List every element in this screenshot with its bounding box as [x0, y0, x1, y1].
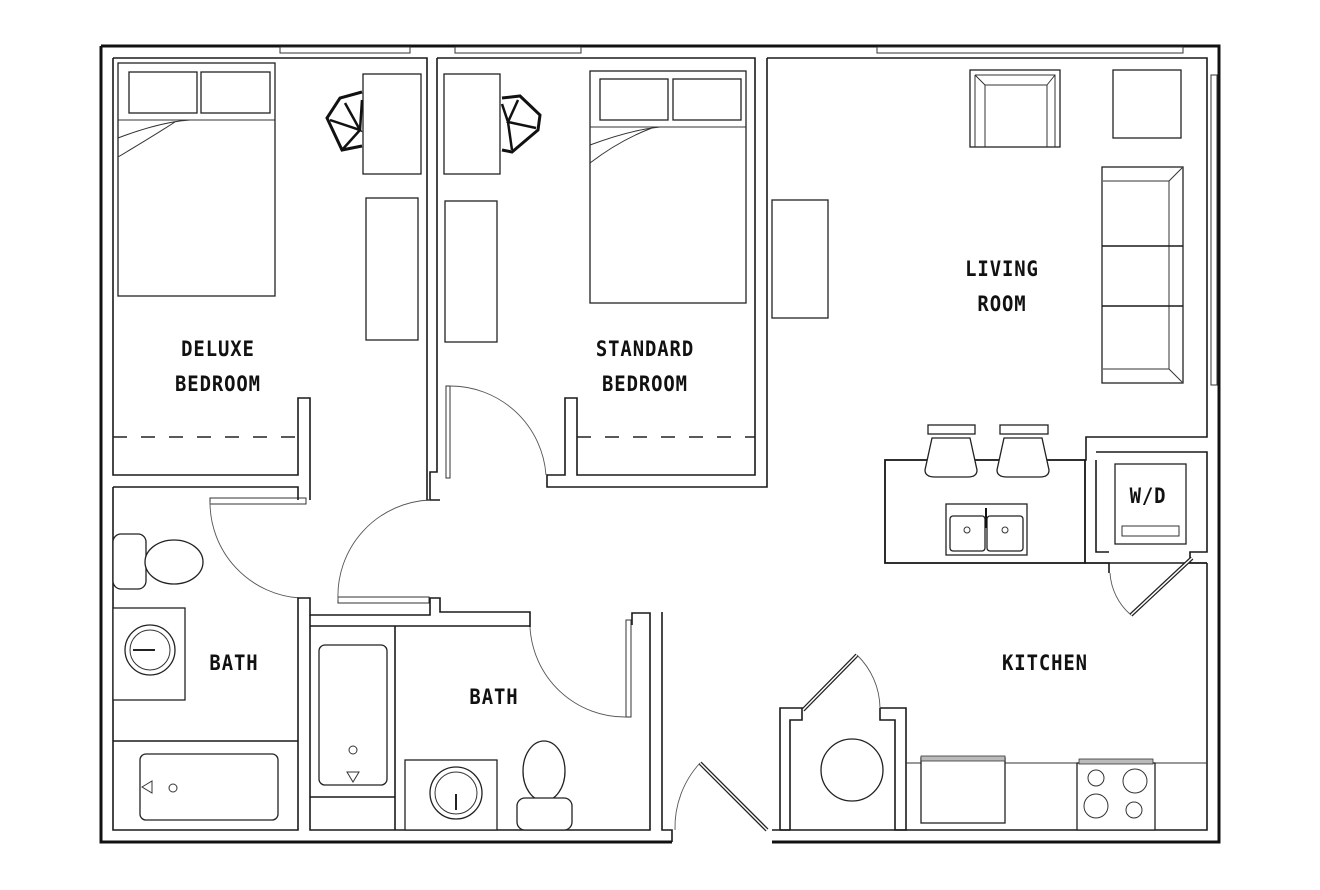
stove-icon [1076, 758, 1156, 831]
bath-center [309, 612, 651, 831]
room-label-laundry: W/D [1129, 484, 1167, 508]
tv-console-icon [771, 199, 829, 319]
room-label-deluxe-bedroom: DELUXE BEDROOM [164, 332, 272, 402]
bath-left [112, 486, 531, 831]
standard-bedroom [429, 57, 768, 500]
bathtub-icon [139, 753, 279, 821]
bed-icon [589, 70, 747, 304]
kitchen [661, 563, 1208, 842]
dresser-icon [365, 197, 419, 341]
room-label-bath-center: BATH [469, 685, 519, 709]
living-room [767, 57, 1208, 564]
water-heater-icon [820, 738, 884, 802]
laundry-closet [1084, 451, 1208, 617]
sink-icon [945, 503, 1028, 556]
water-heater-closet [779, 653, 907, 831]
sofa-icon [1101, 166, 1184, 384]
lavatory-sink-icon [112, 607, 186, 701]
hallway-doors [209, 497, 431, 604]
room-label-line: DELUXE [181, 337, 255, 361]
room-label-living-room: LIVING ROOM [955, 252, 1049, 322]
toilet-icon [516, 740, 573, 831]
outer-walls [99, 44, 1221, 844]
bar-stool-icon [924, 424, 1050, 478]
office-chair-icon [325, 90, 364, 152]
room-label-line: STANDARD [595, 337, 695, 361]
bed-icon [117, 62, 276, 297]
lavatory-sink-icon [404, 759, 498, 831]
room-label-kitchen: KITCHEN [1002, 651, 1088, 675]
room-label-line: ROOM [977, 292, 1027, 316]
dishwasher-icon [920, 755, 1006, 824]
shower-tub-icon [318, 644, 388, 786]
side-table-icon [1112, 69, 1182, 139]
room-label-line: LIVING [965, 257, 1039, 281]
dresser-icon [444, 200, 498, 343]
toilet-icon [112, 533, 204, 590]
room-label-bath-left: BATH [209, 651, 259, 675]
kitchen-island [884, 424, 1086, 564]
armchair-icon [969, 69, 1061, 148]
office-chair-icon [500, 94, 542, 154]
room-label-line: BEDROOM [602, 372, 688, 396]
deluxe-bedroom [112, 57, 440, 501]
washer-dryer-icon [1114, 463, 1187, 545]
room-label-line: BEDROOM [175, 372, 261, 396]
room-label-standard-bedroom: STANDARD BEDROOM [582, 332, 708, 402]
desk-icon [362, 73, 422, 175]
desk-icon [443, 73, 501, 175]
